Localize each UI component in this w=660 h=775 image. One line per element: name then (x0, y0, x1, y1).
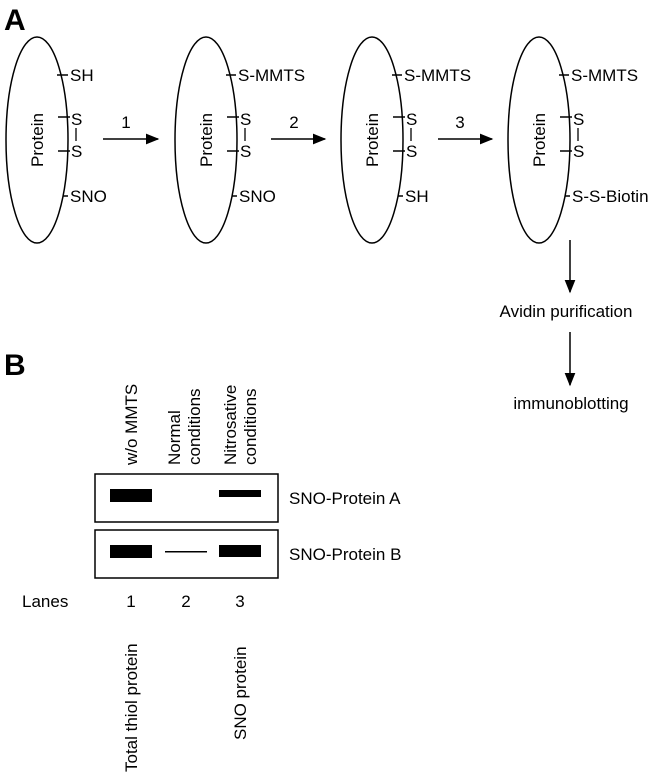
protein-label: Protein (530, 113, 549, 167)
disulfide-top-label: S (71, 110, 82, 129)
band-protein-a-lane-1 (110, 489, 152, 502)
top-group-label: S-MMTS (238, 66, 305, 85)
protein-ellipse (5, 36, 69, 244)
protein-ellipse (174, 36, 238, 244)
protein-label: Protein (363, 113, 382, 167)
row-label-protein-b: SNO-Protein B (289, 545, 401, 564)
column-header-3-line1: Nitrosative (221, 385, 240, 465)
bottom-label-sno-protein: SNO protein (231, 646, 250, 740)
bottom-group-label: SNO (239, 187, 276, 206)
band-protein-b-lane-2 (165, 551, 207, 553)
protein-state-1: Protein SH S S SNO (5, 36, 107, 244)
protein-label: Protein (28, 113, 47, 167)
bottom-group-label: SNO (70, 187, 107, 206)
bottom-label-total-thiol: Total thiol protein (122, 643, 141, 772)
band-protein-b-lane-1 (110, 545, 152, 558)
row-label-protein-a: SNO-Protein A (289, 489, 401, 508)
protein-state-4: Protein S-MMTS S S S-S-Biotin (507, 36, 649, 244)
step-2-label: 2 (289, 113, 298, 132)
column-header-2-line2: conditions (185, 388, 204, 465)
disulfide-bottom-label: S (406, 142, 417, 161)
blot-box-b (94, 529, 279, 579)
lane-number-2: 2 (181, 592, 190, 611)
disulfide-bottom-label: S (573, 142, 584, 161)
top-group-label: S-MMTS (404, 66, 471, 85)
band-protein-a-lane-3 (219, 490, 261, 497)
protein-ellipse (507, 36, 571, 244)
lane-number-3: 3 (235, 592, 244, 611)
panel-b-letter: B (4, 349, 26, 382)
top-group-label: S-MMTS (571, 66, 638, 85)
protein-label: Protein (197, 113, 216, 167)
bottom-group-label: S-S-Biotin (572, 187, 649, 206)
top-group-label: SH (70, 66, 94, 85)
immunoblot-label: immunoblotting (513, 394, 628, 413)
panel-a-letter: A (4, 4, 26, 37)
step-3-label: 3 (455, 113, 464, 132)
disulfide-top-label: S (406, 110, 417, 129)
disulfide-top-label: S (573, 110, 584, 129)
avidin-label: Avidin purification (500, 302, 633, 321)
disulfide-bottom-label: S (240, 142, 251, 161)
lanes-label: Lanes (22, 592, 68, 611)
bottom-group-label: SH (405, 187, 429, 206)
protein-state-3: Protein S-MMTS S S SH (340, 36, 471, 244)
protein-state-2: Protein S-MMTS S S SNO (174, 36, 305, 244)
step-1-label: 1 (121, 113, 130, 132)
column-header-3-line2: conditions (241, 388, 260, 465)
disulfide-bottom-label: S (71, 142, 82, 161)
blot-box-a (94, 473, 279, 523)
column-header-2-line1: Normal (165, 410, 184, 465)
column-header-1: w/o MMTS (122, 384, 141, 466)
protein-ellipse (340, 36, 404, 244)
lane-number-1: 1 (126, 592, 135, 611)
disulfide-top-label: S (240, 110, 251, 129)
band-protein-b-lane-3 (219, 545, 261, 557)
